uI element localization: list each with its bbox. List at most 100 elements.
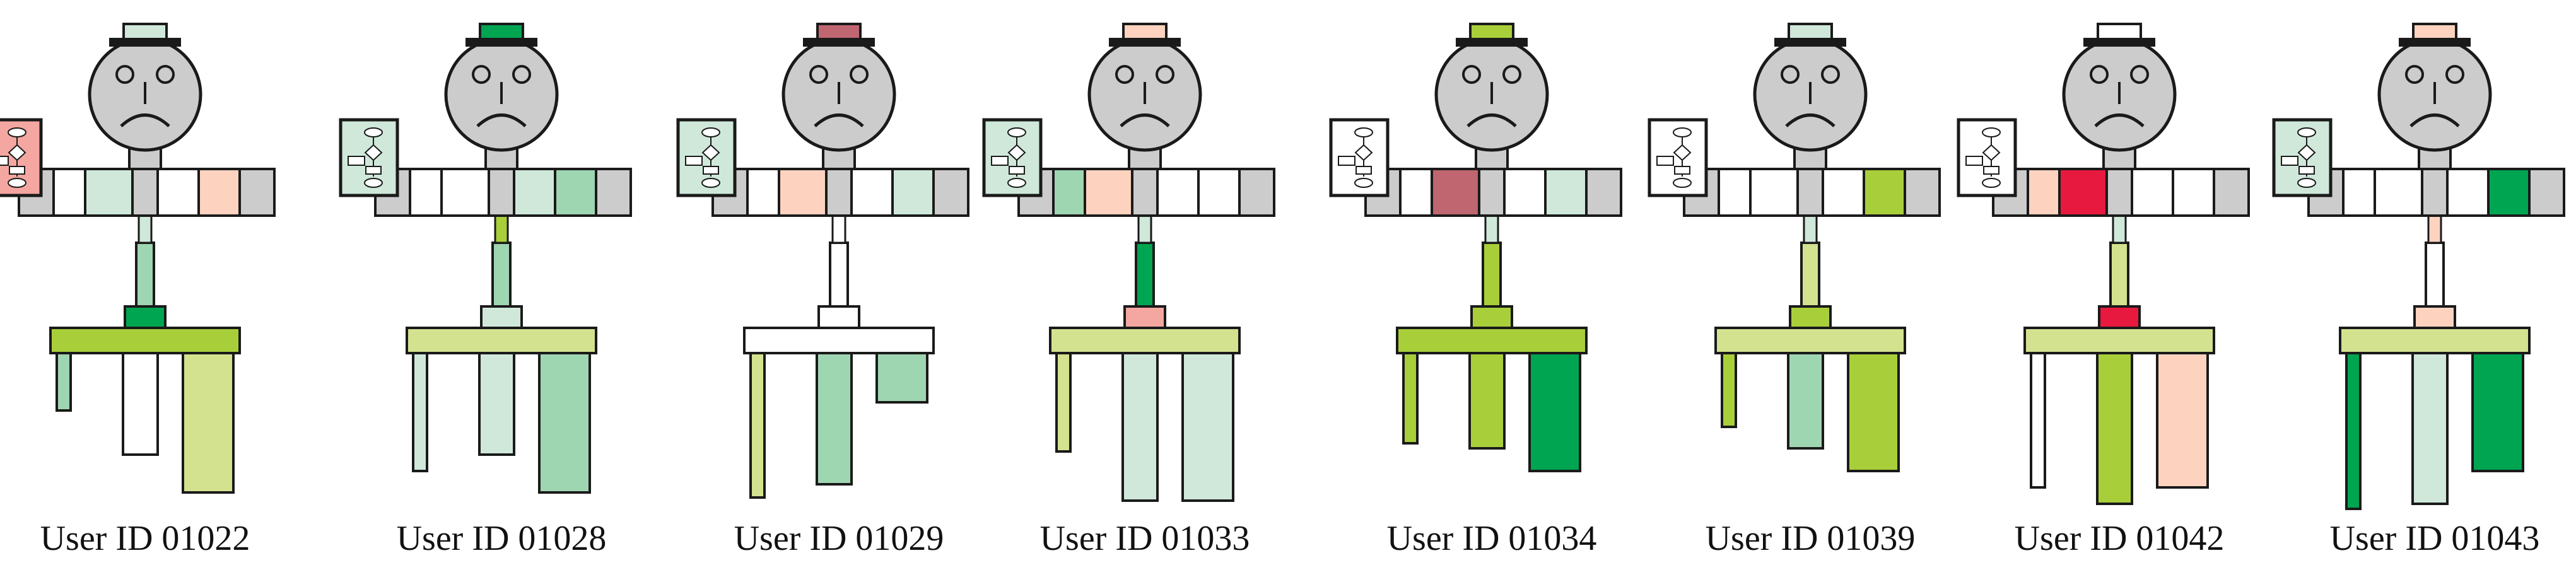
hip-block — [124, 305, 167, 329]
spine — [491, 242, 512, 308]
frown-mouth — [1467, 113, 1517, 127]
left-eye — [2090, 65, 2109, 84]
left-eye — [2405, 65, 2424, 84]
arm-center — [1131, 168, 1159, 217]
flow-process-node — [365, 166, 382, 175]
leg-3 — [1528, 352, 1581, 472]
flow-end-node — [2297, 178, 2316, 188]
left-arm-seg-3 — [440, 168, 490, 217]
flow-start-node — [1673, 127, 1692, 137]
hip-block — [2098, 305, 2141, 329]
left-arm-seg-3 — [1431, 168, 1480, 217]
leg-2 — [478, 352, 515, 456]
right-eye — [2445, 65, 2464, 84]
leg-3 — [875, 352, 928, 404]
arm-center — [131, 168, 159, 217]
leg-2 — [816, 352, 853, 486]
flow-end-node — [8, 178, 26, 188]
right-arm-seg-1 — [156, 168, 200, 217]
flow-start-node — [1982, 127, 2001, 137]
leg-2 — [2096, 352, 2133, 505]
left-arm-seg-2 — [2342, 168, 2376, 217]
left-arm-seg-2 — [1718, 168, 1752, 217]
hip-block — [817, 305, 860, 329]
flow-start-node — [364, 127, 383, 137]
leg-1 — [1402, 352, 1419, 445]
leg-1 — [2030, 352, 2046, 489]
frown-mouth — [476, 113, 527, 127]
table-top — [1049, 327, 1241, 354]
hat-brim — [2083, 38, 2155, 47]
frown-mouth — [1120, 113, 1170, 127]
right-arm-seg-1 — [1822, 168, 1865, 217]
table-top — [1396, 327, 1588, 354]
left-arm-seg-3 — [2374, 168, 2423, 217]
right-arm-seg-2 — [2172, 168, 2215, 217]
left-arm-seg-3 — [1084, 168, 1133, 217]
leg-2 — [2411, 352, 2449, 505]
flow-process-node — [685, 156, 703, 166]
arm-center — [1478, 168, 1506, 217]
flow-start-node — [8, 127, 26, 137]
left-eye — [472, 65, 491, 84]
leg-2 — [1468, 352, 1506, 450]
right-arm-seg-2 — [197, 168, 241, 217]
arm-center — [488, 168, 515, 217]
left-arm-seg-2 — [1052, 168, 1086, 217]
flow-end-node — [701, 178, 720, 188]
right-eye — [1502, 65, 1521, 84]
spine — [1800, 242, 1820, 308]
right-arm-seg-3 — [595, 168, 632, 217]
right-arm-seg-1 — [513, 168, 556, 217]
flow-process-node — [1983, 166, 1999, 175]
flow-end-node — [1007, 178, 1026, 188]
glyph-figure-1 — [0, 23, 276, 494]
user-label-01022: User ID 01022 — [40, 519, 250, 558]
flow-end-node — [1673, 178, 1692, 188]
left-eye — [115, 65, 134, 84]
table-top — [2339, 327, 2531, 354]
frown-mouth — [2094, 113, 2145, 127]
right-arm-seg-3 — [2213, 168, 2250, 217]
flow-process-node — [1338, 156, 1355, 166]
arm-center — [825, 168, 853, 217]
hip-block — [480, 305, 523, 329]
right-arm-seg-3 — [2528, 168, 2565, 217]
user-label-01034: User ID 01034 — [1386, 519, 1597, 558]
left-arm-seg-2 — [409, 168, 443, 217]
glyph-figure-4 — [982, 23, 1275, 502]
leg-3 — [538, 352, 591, 494]
right-arm-seg-3 — [1585, 168, 1622, 217]
flow-end-node — [364, 178, 383, 188]
frown-mouth — [1785, 113, 1835, 127]
user-label-01043: User ID 01043 — [2329, 519, 2540, 558]
flow-end-node — [1982, 178, 2001, 188]
hip-block — [2413, 305, 2456, 329]
right-arm-seg-1 — [850, 168, 894, 217]
left-eye — [1781, 65, 1800, 84]
hat-brim — [465, 38, 537, 47]
frown-mouth — [120, 113, 170, 127]
flow-process-node — [703, 166, 719, 175]
hip-block — [1470, 305, 1513, 329]
left-arm-seg-3 — [1749, 168, 1799, 217]
user-label-01039: User ID 01039 — [1705, 519, 1916, 558]
right-arm-seg-1 — [2446, 168, 2490, 217]
leg-2 — [1787, 352, 1824, 450]
spine — [1135, 242, 1155, 308]
flow-process-node — [1355, 166, 1372, 175]
hat-brim — [1774, 38, 1846, 47]
spine — [829, 242, 849, 308]
glyph-figure-7 — [1957, 23, 2250, 505]
spine — [2425, 242, 2445, 308]
right-eye — [850, 65, 869, 84]
frown-mouth — [2409, 113, 2460, 127]
flow-process-node — [1009, 166, 1025, 175]
frown-mouth — [814, 113, 864, 127]
user-label-01028: User ID 01028 — [396, 519, 607, 558]
flow-process-node — [9, 166, 25, 175]
flow-start-node — [1007, 127, 1026, 137]
table-top — [1714, 327, 1906, 354]
table-top — [743, 327, 935, 354]
